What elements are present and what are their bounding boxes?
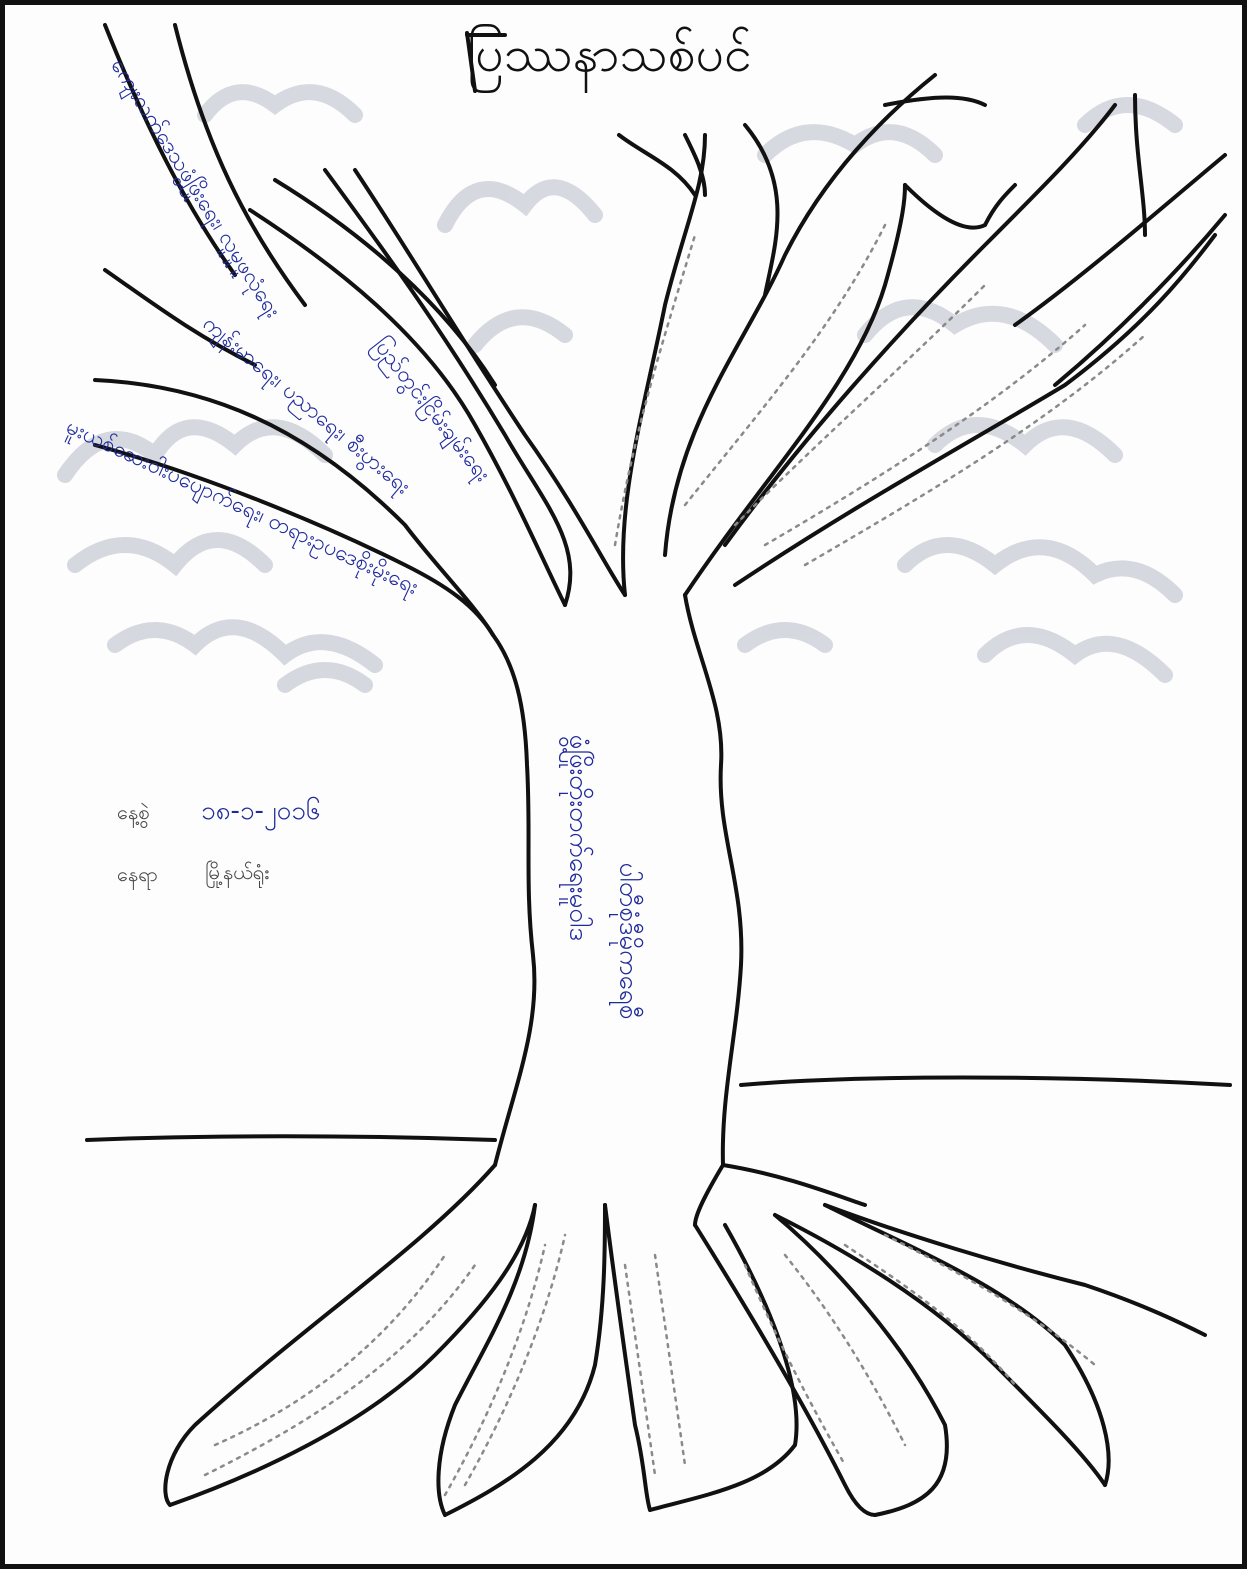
tree-outline <box>87 25 1230 1515</box>
trunk-label-line1: ပါတီစုံဒီမိုကရေစီ <box>608 863 647 1020</box>
trunk-label-line2: ဖွံ့ဖြိုးတိုးတက်ရေးမူဝါဒ <box>558 735 597 942</box>
pencil-scribbles <box>205 225 1145 1495</box>
page-title: ပြဿနာသစ်ပင် <box>467 23 987 85</box>
place-label: နေရာ <box>117 861 158 891</box>
date-label: နေ့စွဲ <box>117 799 149 829</box>
problem-tree-drawing <box>5 5 1247 1574</box>
place-value: မြို့နယ်ရုံး <box>205 859 269 889</box>
date-value: ၁၈-၁-၂၀၁၆ <box>201 793 321 832</box>
